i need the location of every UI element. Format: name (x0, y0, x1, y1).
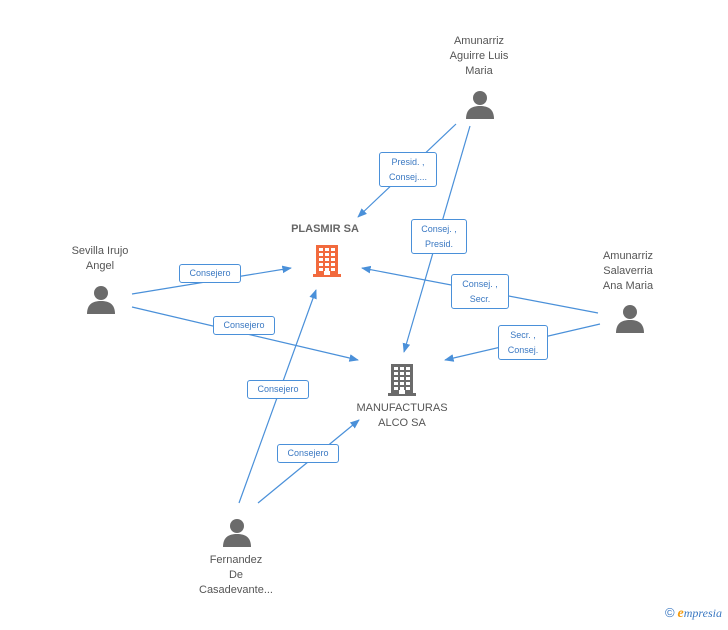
edge-label-line: Secr. , (510, 330, 536, 340)
person-head (473, 91, 487, 105)
building-window (325, 263, 329, 266)
building-icon[interactable] (386, 362, 418, 396)
company-name-plasmir[interactable]: PLASMIR SA (291, 223, 359, 235)
building-door (399, 390, 405, 394)
building-window (406, 372, 410, 375)
person-body (87, 301, 115, 314)
edge-label-line: Consej. , (462, 279, 498, 289)
person-head (230, 519, 244, 533)
edge-label-line: Consej. , (421, 224, 457, 234)
edge-label-line: Consej. (507, 345, 539, 355)
company-name-line: MANUFACTURAS (356, 402, 448, 414)
building-window (400, 377, 404, 380)
edge-label-aguirre-alco[interactable]: Consej. , Presid. (411, 219, 467, 254)
building-window (394, 372, 398, 375)
company-name-alco[interactable]: MANUFACTURAS ALCO SA (340, 401, 464, 431)
building-window (406, 367, 410, 370)
building-window (325, 268, 329, 271)
building-window (400, 387, 404, 390)
building-window (406, 387, 410, 390)
edge-label-line: Presid. (424, 239, 453, 249)
edge-label-aguirre-plasmir[interactable]: Presid. , Consej.... (379, 152, 437, 187)
building-window (394, 377, 398, 380)
building-base (313, 274, 341, 277)
person-name-salaverria[interactable]: Amunarriz Salaverria Ana Maria (578, 249, 678, 294)
edge-label-fernandez-alco[interactable]: Consejero (277, 444, 339, 463)
edge-label-line: Presid. , (391, 157, 425, 167)
building-window (319, 248, 323, 251)
building-window (400, 367, 404, 370)
person-name-sevilla[interactable]: Sevilla Irujo Angel (49, 244, 151, 274)
building-base (388, 393, 416, 396)
building-window (394, 387, 398, 390)
edge-label-salaverria-alco[interactable]: Secr. , Consej. (498, 325, 548, 360)
person-icon[interactable] (86, 284, 116, 314)
edge-label-salaverria-plasmir[interactable]: Consej. , Secr. (451, 274, 509, 309)
building-window (325, 258, 329, 261)
person-name-line: Fernandez (209, 554, 263, 566)
person-body (616, 320, 644, 333)
company-name-line: ALCO SA (378, 417, 426, 429)
building-window (331, 253, 335, 256)
edge-label-line: Consejero (257, 384, 299, 394)
building-window (319, 258, 323, 261)
building-window (394, 367, 398, 370)
building-window (406, 382, 410, 385)
person-name-line: Aguirre Luis (449, 50, 509, 62)
building-window (325, 253, 329, 256)
person-name-line: Amunarriz (602, 250, 654, 262)
copyright-symbol: © (664, 605, 675, 620)
edge-label-sevilla-alco[interactable]: Consejero (213, 316, 275, 335)
person-head (623, 305, 637, 319)
building-window (331, 248, 335, 251)
building-window (319, 268, 323, 271)
person-name-aguirre[interactable]: Amunarriz Aguirre Luis Maria (419, 34, 539, 79)
person-name-fernandez[interactable]: Fernandez De Casadevante... (174, 553, 298, 598)
person-body (466, 106, 494, 119)
person-icon[interactable] (465, 89, 495, 119)
brand-name: mpresia (683, 606, 722, 620)
edge-label-fernandez-plasmir[interactable]: Consejero (247, 380, 309, 399)
building-window (406, 377, 410, 380)
person-name-line: Maria (465, 65, 493, 77)
building-window (394, 382, 398, 385)
building-door (324, 271, 330, 275)
edge-label-line: Consejero (189, 268, 231, 278)
building-window (319, 253, 323, 256)
person-name-line: De (228, 569, 244, 581)
edge-label-line: Consej.... (388, 172, 428, 182)
person-body (223, 534, 251, 547)
empresia-logo[interactable]: ©empresia (665, 605, 722, 622)
person-name-line: Amunarriz (453, 35, 505, 47)
building-window (319, 263, 323, 266)
person-name-line: Angel (85, 260, 115, 272)
building-icon[interactable] (311, 243, 343, 277)
building-window (325, 248, 329, 251)
edge-label-sevilla-plasmir[interactable]: Consejero (179, 264, 241, 283)
person-icon[interactable] (222, 517, 252, 547)
edge-label-line: Secr. (469, 294, 491, 304)
brand-e-letter: e (677, 606, 684, 621)
person-name-line: Casadevante... (199, 584, 273, 596)
edges-layer (131, 123, 601, 504)
building-window (400, 382, 404, 385)
person-head (94, 286, 108, 300)
person-name-line: Ana Maria (602, 280, 654, 292)
edge-label-line: Consejero (223, 320, 265, 330)
building-window (331, 268, 335, 271)
building-window (400, 372, 404, 375)
building-window (331, 258, 335, 261)
person-name-line: Salaverria (603, 265, 653, 277)
edge-label-line: Consejero (287, 448, 329, 458)
building-window (331, 263, 335, 266)
person-name-line: Sevilla Irujo (71, 245, 129, 257)
person-icon[interactable] (615, 303, 645, 333)
